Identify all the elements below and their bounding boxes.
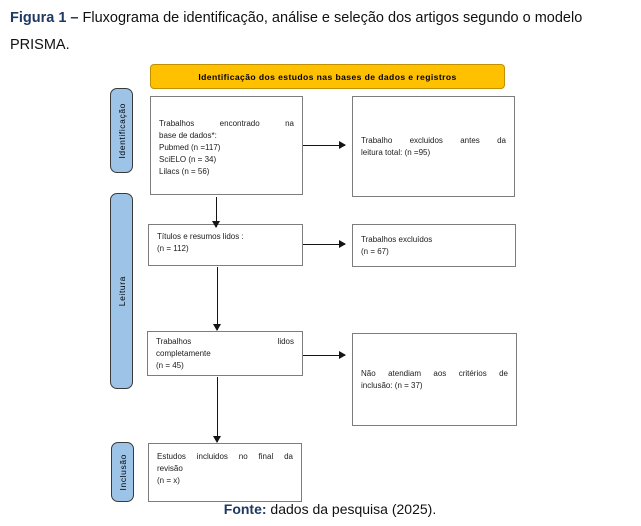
arrow-fullread-to-notcriteria: [303, 351, 346, 360]
box-records-found: Trabalhos encontrado na base de dados*: …: [150, 96, 303, 195]
source-caption-label: Fonte:: [223, 501, 267, 517]
stage-inclusao: Inclusão: [111, 442, 134, 502]
stage-leitura-label: Leitura: [116, 275, 127, 307]
banner-identificacao: Identificação dos estudos nas bases de d…: [150, 64, 505, 89]
figure-caption-text: Fluxograma de identificação, análise e s…: [78, 10, 583, 26]
stage-identificacao-label: Identificação: [116, 102, 127, 159]
box-studies-included-line1: Estudos incluidos no final da: [157, 452, 293, 461]
banner-label: Identificação dos estudos nas bases de d…: [198, 71, 457, 82]
box-records-found-line1: Trabalhos encontrado na: [159, 119, 294, 128]
stage-identificacao: Identificação: [110, 88, 133, 173]
box-studies-included-line3: (n = x): [157, 476, 180, 485]
box-excluded-before-reading-line1: Trabalho excluidos antes da: [361, 135, 506, 145]
box-not-meeting-criteria-line2: inclusão: (n = 37): [361, 380, 423, 390]
box-studies-included: Estudos incluidos no final da revisão (n…: [148, 443, 302, 502]
figure-caption-line2: PRISMA.: [10, 37, 70, 53]
arrow-titles-to-fullread: [213, 267, 222, 331]
box-works-excluded: Trabalhos excluídos (n = 67): [352, 224, 516, 267]
stage-inclusao-label: Inclusão: [117, 453, 128, 491]
box-titles-abstracts-read: Títulos e resumos lidos : (n = 112): [148, 224, 303, 266]
box-fully-read-line3: (n = 45): [156, 361, 184, 370]
arrow-titles-to-excluded: [303, 240, 346, 249]
box-fully-read-line1: Trabalhos lidos: [156, 337, 294, 346]
arrow-fullread-to-included: [213, 377, 222, 443]
source-caption: Fonte: dados da pesquisa (2025).: [0, 501, 641, 517]
source-caption-text: dados da pesquisa (2025).: [266, 501, 437, 517]
box-not-meeting-criteria: Não atendiam aos critérios de inclusão: …: [352, 333, 517, 426]
box-fully-read: Trabalhos lidos completamente (n = 45): [147, 331, 303, 376]
arrow-found-to-excluded-before: [303, 141, 346, 150]
box-fully-read-line2: completamente: [156, 349, 211, 358]
box-works-excluded-line2: (n = 67): [361, 246, 389, 256]
box-records-found-line3: Pubmed (n =117): [159, 143, 221, 152]
box-titles-abstracts-read-line2: (n = 112): [157, 244, 189, 253]
arrow-found-to-titles: [212, 197, 221, 228]
figure-caption-label: Figura 1 –: [10, 10, 79, 26]
box-titles-abstracts-read-line1: Títulos e resumos lidos :: [157, 232, 244, 241]
box-studies-included-line2: revisão: [157, 464, 183, 473]
box-records-found-line2: base de dados*:: [159, 131, 217, 140]
stage-leitura: Leitura: [110, 193, 133, 389]
figure-caption: Figura 1 – Fluxograma de identificação, …: [10, 5, 632, 59]
box-records-found-line5: Lilacs (n = 56): [159, 167, 210, 176]
box-not-meeting-criteria-line1: Não atendiam aos critérios de: [361, 368, 508, 378]
box-works-excluded-line1: Trabalhos excluídos: [361, 234, 433, 244]
box-excluded-before-reading-line2: leitura total: (n =95): [361, 147, 431, 157]
box-excluded-before-reading: Trabalho excluidos antes da leitura tota…: [352, 96, 515, 197]
box-records-found-line4: SciELO (n = 34): [159, 155, 217, 164]
